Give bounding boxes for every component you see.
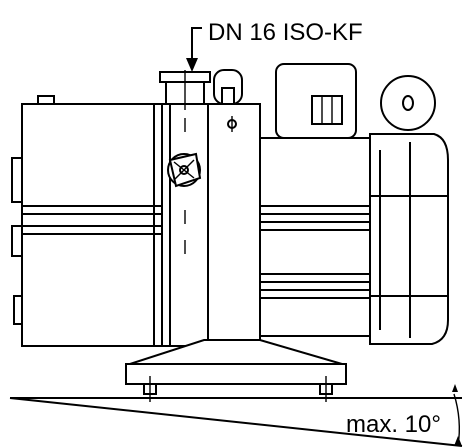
pump-body-center — [159, 70, 211, 347]
flange-label: DN 16 ISO-KF — [208, 19, 363, 46]
motor-terminal-box — [275, 63, 436, 139]
flange-callout: DN 16 ISO-KF — [186, 19, 363, 72]
gas-ballast-valve — [167, 152, 202, 188]
pump-base — [125, 339, 347, 402]
pump-housing-left — [11, 95, 163, 347]
tilt-indicator: max. 10° — [9, 384, 463, 447]
tilt-label: max. 10° — [346, 411, 441, 438]
motor — [259, 133, 449, 345]
pump-block-right — [207, 69, 261, 347]
